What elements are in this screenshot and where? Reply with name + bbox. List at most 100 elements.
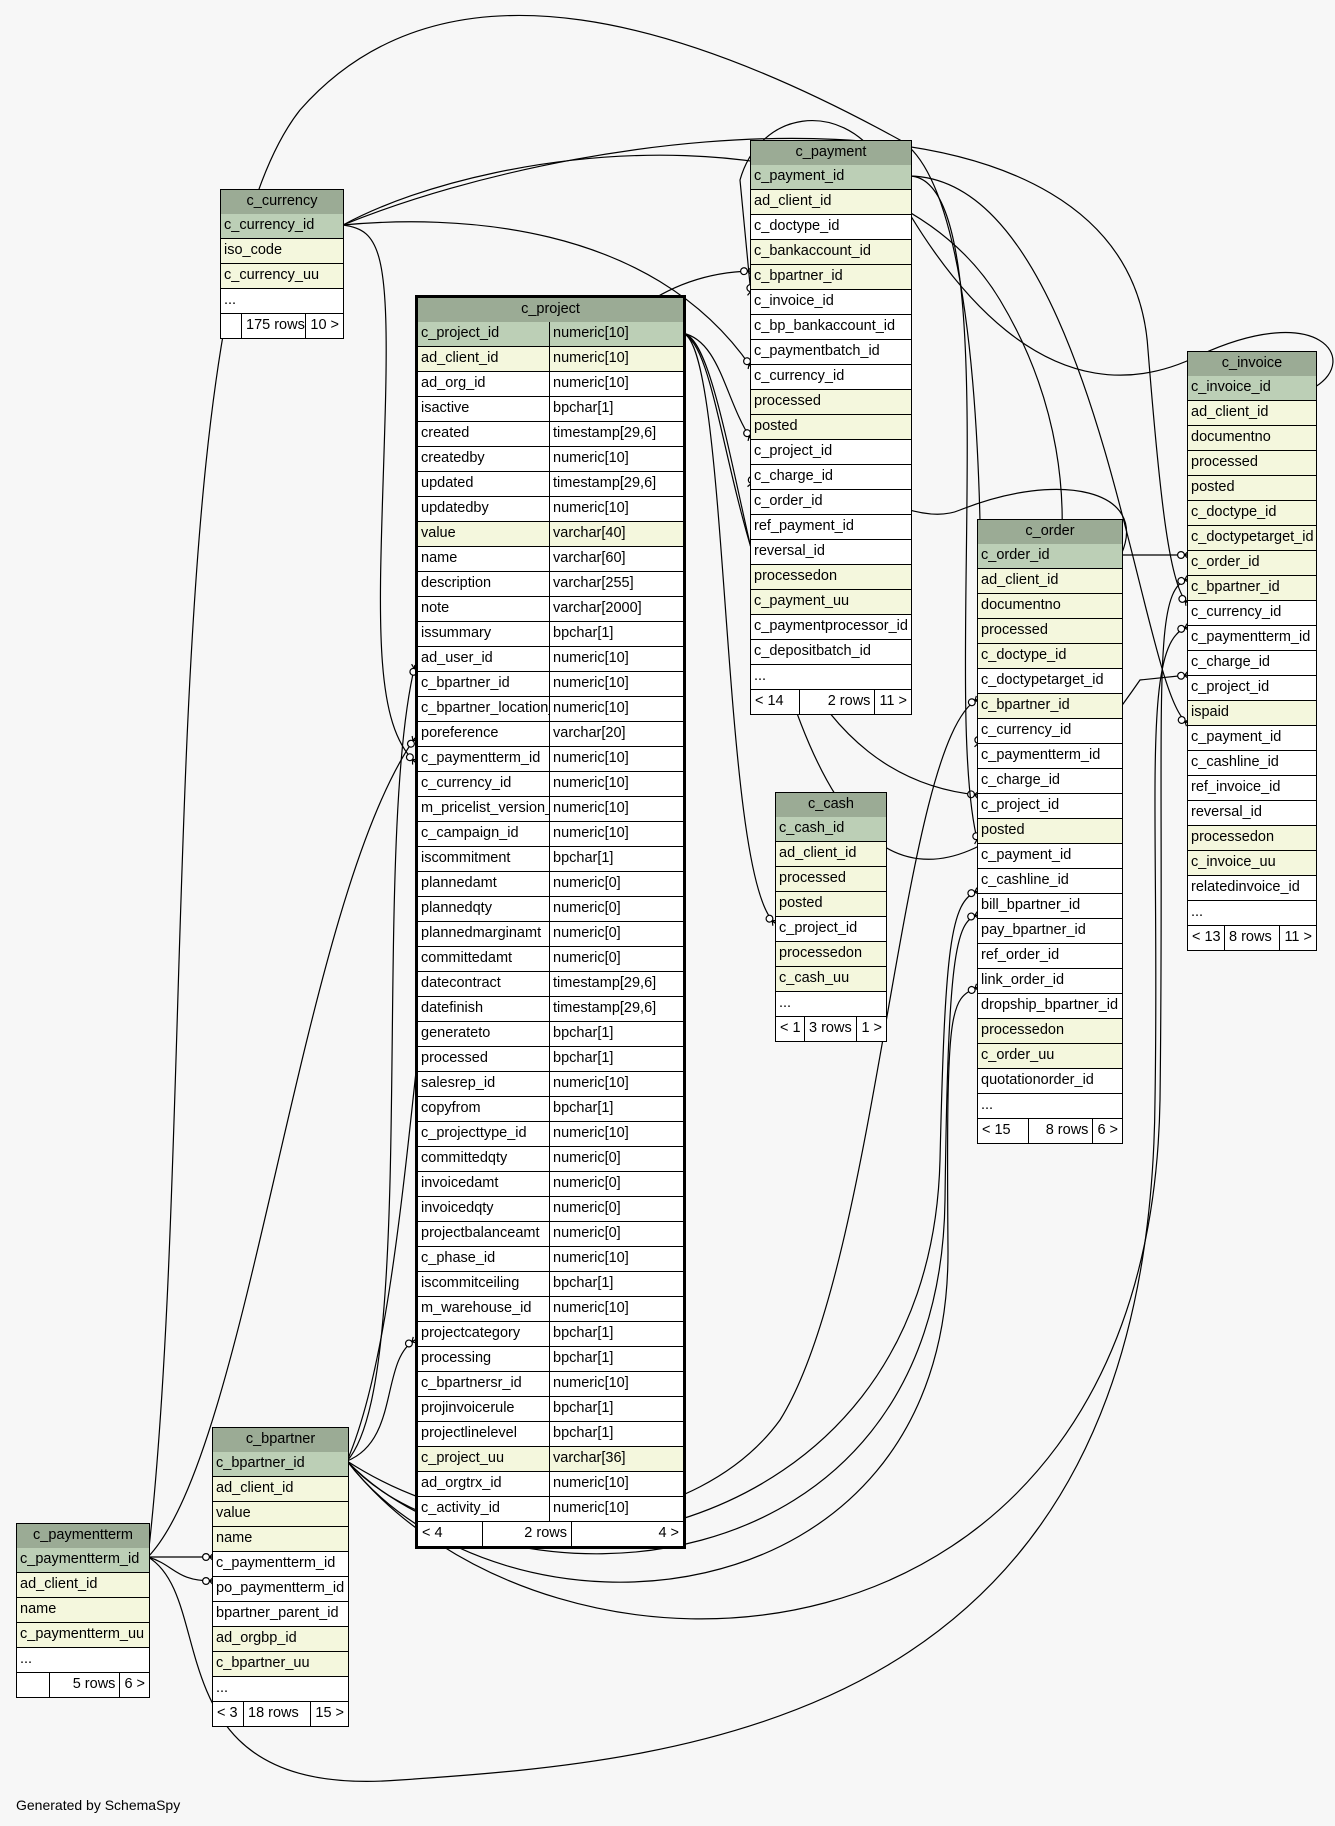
parents-count[interactable]: < 3 xyxy=(217,1705,238,1721)
column-row[interactable]: c_cash_uu xyxy=(776,966,886,991)
column-row[interactable]: documentno xyxy=(978,593,1122,618)
column-row[interactable]: c_invoice_id xyxy=(751,289,911,314)
column-row[interactable]: c_invoice_id xyxy=(1188,376,1316,400)
column-row[interactable]: reversal_id xyxy=(751,539,911,564)
column-row[interactable]: c_doctype_id xyxy=(751,214,911,239)
table-header[interactable]: c_order xyxy=(978,520,1122,544)
column-row[interactable]: ... xyxy=(776,991,886,1016)
column-row[interactable]: c_order_id xyxy=(978,544,1122,568)
column-row[interactable]: ref_payment_id xyxy=(751,514,911,539)
table-header[interactable]: c_payment xyxy=(751,141,911,165)
column-row[interactable]: iso_code xyxy=(221,238,343,263)
column-row[interactable]: c_doctypetarget_id xyxy=(1188,525,1316,550)
column-row[interactable]: dropship_bpartner_id xyxy=(978,993,1122,1018)
parents-count[interactable] xyxy=(17,1673,49,1697)
column-row[interactable]: bpartner_parent_id xyxy=(213,1601,348,1626)
column-row[interactable]: ... xyxy=(751,664,911,689)
column-row[interactable]: c_bp_bankaccount_id xyxy=(751,314,911,339)
parents-count[interactable]: < 13 xyxy=(1192,929,1221,945)
column-row[interactable]: c_order_id xyxy=(1188,550,1316,575)
children-count[interactable]: 15 > xyxy=(310,1702,348,1726)
column-row[interactable]: ad_client_id xyxy=(17,1572,149,1597)
column-row[interactable]: c_cashline_id xyxy=(978,868,1122,893)
table-header[interactable]: c_currency xyxy=(221,190,343,214)
parents-count[interactable]: < 4 xyxy=(422,1525,443,1541)
column-row[interactable]: c_bpartner_id xyxy=(1188,575,1316,600)
column-row[interactable]: c_payment_id xyxy=(1188,725,1316,750)
column-row[interactable]: c_project_id xyxy=(751,439,911,464)
column-row[interactable]: c_paymentprocessor_id xyxy=(751,614,911,639)
column-row[interactable]: c_currency_id xyxy=(1188,600,1316,625)
children-count[interactable]: 11 > xyxy=(874,690,911,714)
column-row[interactable]: ref_invoice_id xyxy=(1188,775,1316,800)
column-row[interactable]: ad_client_id xyxy=(1188,400,1316,425)
parents-count[interactable]: < 15 xyxy=(982,1122,1011,1138)
column-row[interactable]: c_order_uu xyxy=(978,1043,1122,1068)
column-row[interactable]: c_bpartner_uu xyxy=(213,1651,348,1676)
parents-count[interactable]: < 14 xyxy=(755,693,784,709)
column-row[interactable]: c_cash_id xyxy=(776,817,886,841)
parents-count[interactable]: < 1 xyxy=(780,1020,801,1036)
column-row[interactable]: processed xyxy=(978,618,1122,643)
column-row[interactable]: ad_orgbp_id xyxy=(213,1626,348,1651)
children-count[interactable]: 10 > xyxy=(305,314,343,338)
children-count[interactable]: 11 > xyxy=(1279,926,1316,950)
column-row[interactable]: bill_bpartner_id xyxy=(978,893,1122,918)
column-row[interactable]: posted xyxy=(776,891,886,916)
column-row[interactable]: c_bpartner_id xyxy=(751,264,911,289)
children-count[interactable]: 1 > xyxy=(856,1017,886,1041)
column-row[interactable]: reversal_id xyxy=(1188,800,1316,825)
table-header[interactable]: c_bpartner xyxy=(213,1428,348,1452)
table-header[interactable]: c_cash xyxy=(776,793,886,817)
column-row[interactable]: posted xyxy=(978,818,1122,843)
column-row[interactable]: c_project_id xyxy=(978,793,1122,818)
column-row[interactable]: c_project_id xyxy=(776,916,886,941)
column-row[interactable]: c_charge_id xyxy=(978,768,1122,793)
column-row[interactable]: c_payment_id xyxy=(978,843,1122,868)
column-row[interactable]: ... xyxy=(978,1093,1122,1118)
column-row[interactable]: name xyxy=(17,1597,149,1622)
column-row[interactable]: c_charge_id xyxy=(1188,650,1316,675)
column-row[interactable]: c_project_id xyxy=(1188,675,1316,700)
column-row[interactable]: processed xyxy=(1188,450,1316,475)
column-row[interactable]: pay_bpartner_id xyxy=(978,918,1122,943)
column-row[interactable]: relatedinvoice_id xyxy=(1188,875,1316,900)
column-row[interactable]: processed xyxy=(776,866,886,891)
column-row[interactable]: c_depositbatch_id xyxy=(751,639,911,664)
column-row[interactable]: c_currency_id xyxy=(751,364,911,389)
column-row[interactable]: processed xyxy=(751,389,911,414)
column-row[interactable]: c_paymentterm_id xyxy=(213,1551,348,1576)
column-row[interactable]: c_doctypetarget_id xyxy=(978,668,1122,693)
